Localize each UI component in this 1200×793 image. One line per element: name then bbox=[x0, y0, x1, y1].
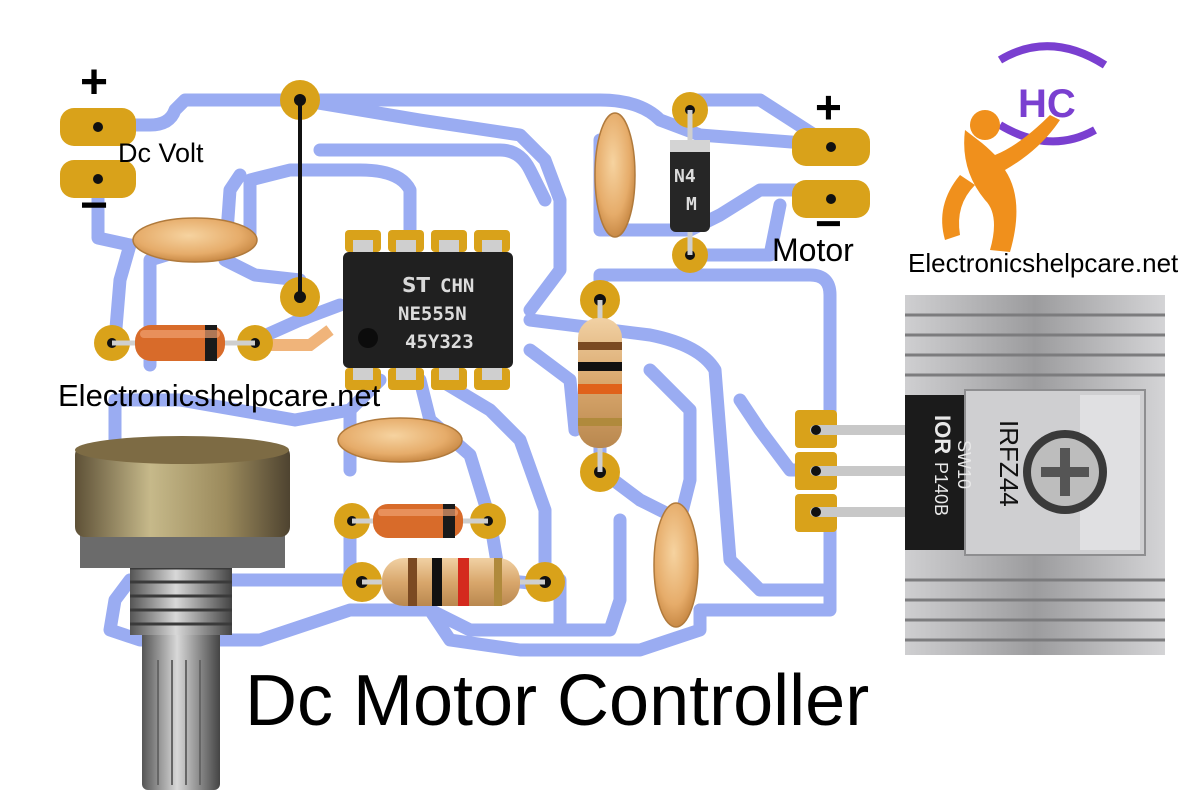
potentiometer bbox=[75, 436, 290, 790]
mosfet-code1: P140B bbox=[931, 462, 951, 516]
mosfet-irfz44 bbox=[810, 389, 1146, 556]
resistor-vertical bbox=[578, 300, 622, 472]
mosfet-part: IRFZ44 bbox=[994, 420, 1024, 507]
website-label-right: Electronicshelpcare.net bbox=[908, 248, 1179, 278]
diode-text-line1: N4 bbox=[674, 166, 696, 187]
diode-text-line2: M bbox=[686, 194, 697, 215]
mosfet-markings: IRFZ44 IOR P140B SW10 bbox=[930, 415, 1024, 516]
ic-text-line3: 45Y323 bbox=[405, 331, 474, 353]
logo-text: HC bbox=[1018, 82, 1076, 126]
capacitor-1 bbox=[132, 217, 258, 263]
resistor-horizontal bbox=[362, 558, 545, 606]
st-logo: ST bbox=[402, 273, 430, 297]
orange-trace bbox=[255, 325, 334, 351]
diode-markings: N4 M bbox=[674, 166, 697, 215]
zener-diode-2 bbox=[352, 504, 488, 538]
capacitor-3 bbox=[594, 112, 636, 238]
mosfet-code2: SW10 bbox=[954, 440, 974, 489]
ic-markings: CHN NE555N 45Y323 bbox=[398, 275, 474, 353]
input-plus-label: + bbox=[80, 56, 109, 109]
motor-plus-label: + bbox=[815, 81, 842, 133]
hc-logo bbox=[942, 42, 1108, 252]
mosfet-brand: IOR bbox=[930, 415, 955, 454]
capacitors bbox=[132, 112, 699, 628]
input-minus-label: − bbox=[80, 179, 109, 232]
rectifier-diode bbox=[670, 110, 710, 255]
dc-volt-label: Dc Volt bbox=[118, 138, 204, 168]
ne555-ic: ST bbox=[343, 230, 513, 390]
capacitor-2 bbox=[337, 417, 463, 463]
motor-label: Motor bbox=[772, 232, 854, 268]
ic-text-line1: CHN bbox=[440, 275, 474, 297]
diagram-title: Dc Motor Controller bbox=[245, 661, 870, 741]
website-label-left: Electronicshelpcare.net bbox=[58, 378, 381, 413]
motor-minus-label: − bbox=[815, 197, 842, 249]
ic-text-line2: NE555N bbox=[398, 303, 467, 325]
zener-diode-1 bbox=[112, 325, 255, 361]
capacitor-4 bbox=[653, 502, 699, 628]
